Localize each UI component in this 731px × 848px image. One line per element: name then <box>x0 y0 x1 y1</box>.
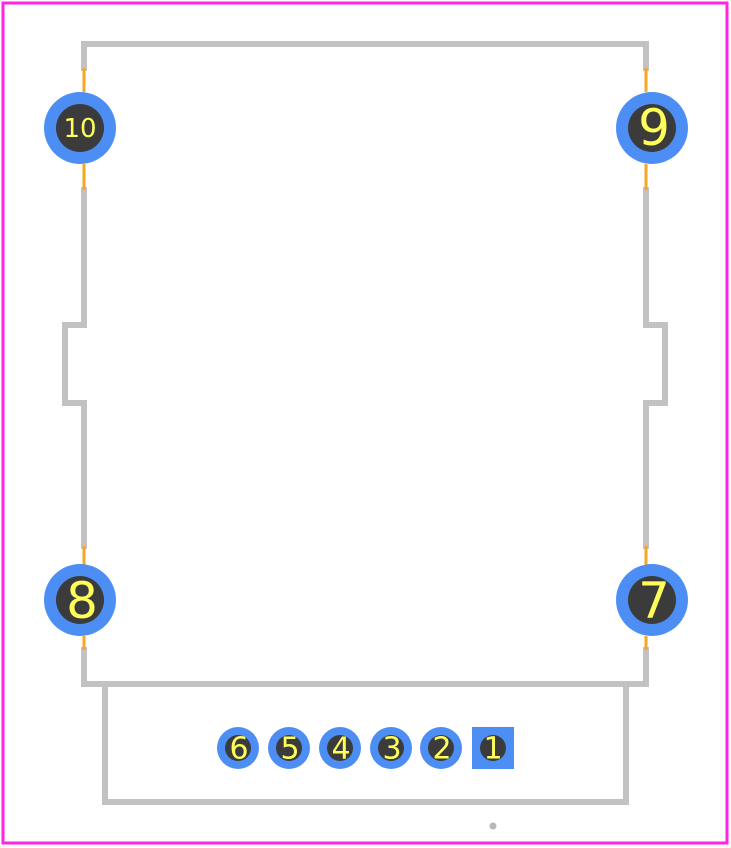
silkscreen-connector-tab <box>102 681 629 805</box>
silkscreen-right-notch <box>643 322 668 406</box>
pad-label: 10 <box>63 114 96 144</box>
pad-6[interactable]: 6 <box>217 727 259 769</box>
pad-drill <box>628 576 676 624</box>
pad-drill <box>56 576 104 624</box>
pad-label: 3 <box>382 732 401 767</box>
pad-label: 7 <box>638 572 670 630</box>
pad-drill <box>276 735 302 761</box>
pad-label: 6 <box>229 732 248 767</box>
pad-5[interactable]: 5 <box>268 727 310 769</box>
pad-drill <box>225 735 251 761</box>
pad-2[interactable]: 2 <box>420 727 462 769</box>
pad-8[interactable]: 8 <box>44 564 116 636</box>
pad-9[interactable]: 9 <box>616 92 688 164</box>
pad-1[interactable]: 1 <box>472 727 514 769</box>
pad-7[interactable]: 7 <box>616 564 688 636</box>
pad-drill <box>628 104 676 152</box>
silkscreen-top-edge <box>81 41 649 71</box>
pad-drill <box>56 104 104 152</box>
pad-label: 8 <box>66 572 98 630</box>
pad-10[interactable]: 10 <box>44 92 116 164</box>
pad-label: 5 <box>280 732 299 767</box>
pad-drill <box>378 735 404 761</box>
pad-drill <box>327 735 353 761</box>
pad-drill <box>480 735 506 761</box>
origin-dot <box>489 822 497 830</box>
silkscreen-bottom-edge <box>81 647 649 687</box>
courtyard-marks <box>82 68 648 650</box>
silkscreen-outline <box>62 41 668 805</box>
pad-label: 4 <box>331 732 350 767</box>
pad-label: 1 <box>483 732 502 767</box>
pad-label: 2 <box>432 732 451 767</box>
pad-drill <box>428 735 454 761</box>
silkscreen-left-notch <box>62 322 87 406</box>
pad-4[interactable]: 4 <box>319 727 361 769</box>
pad-label: 9 <box>638 99 670 157</box>
pad-3[interactable]: 3 <box>370 727 412 769</box>
